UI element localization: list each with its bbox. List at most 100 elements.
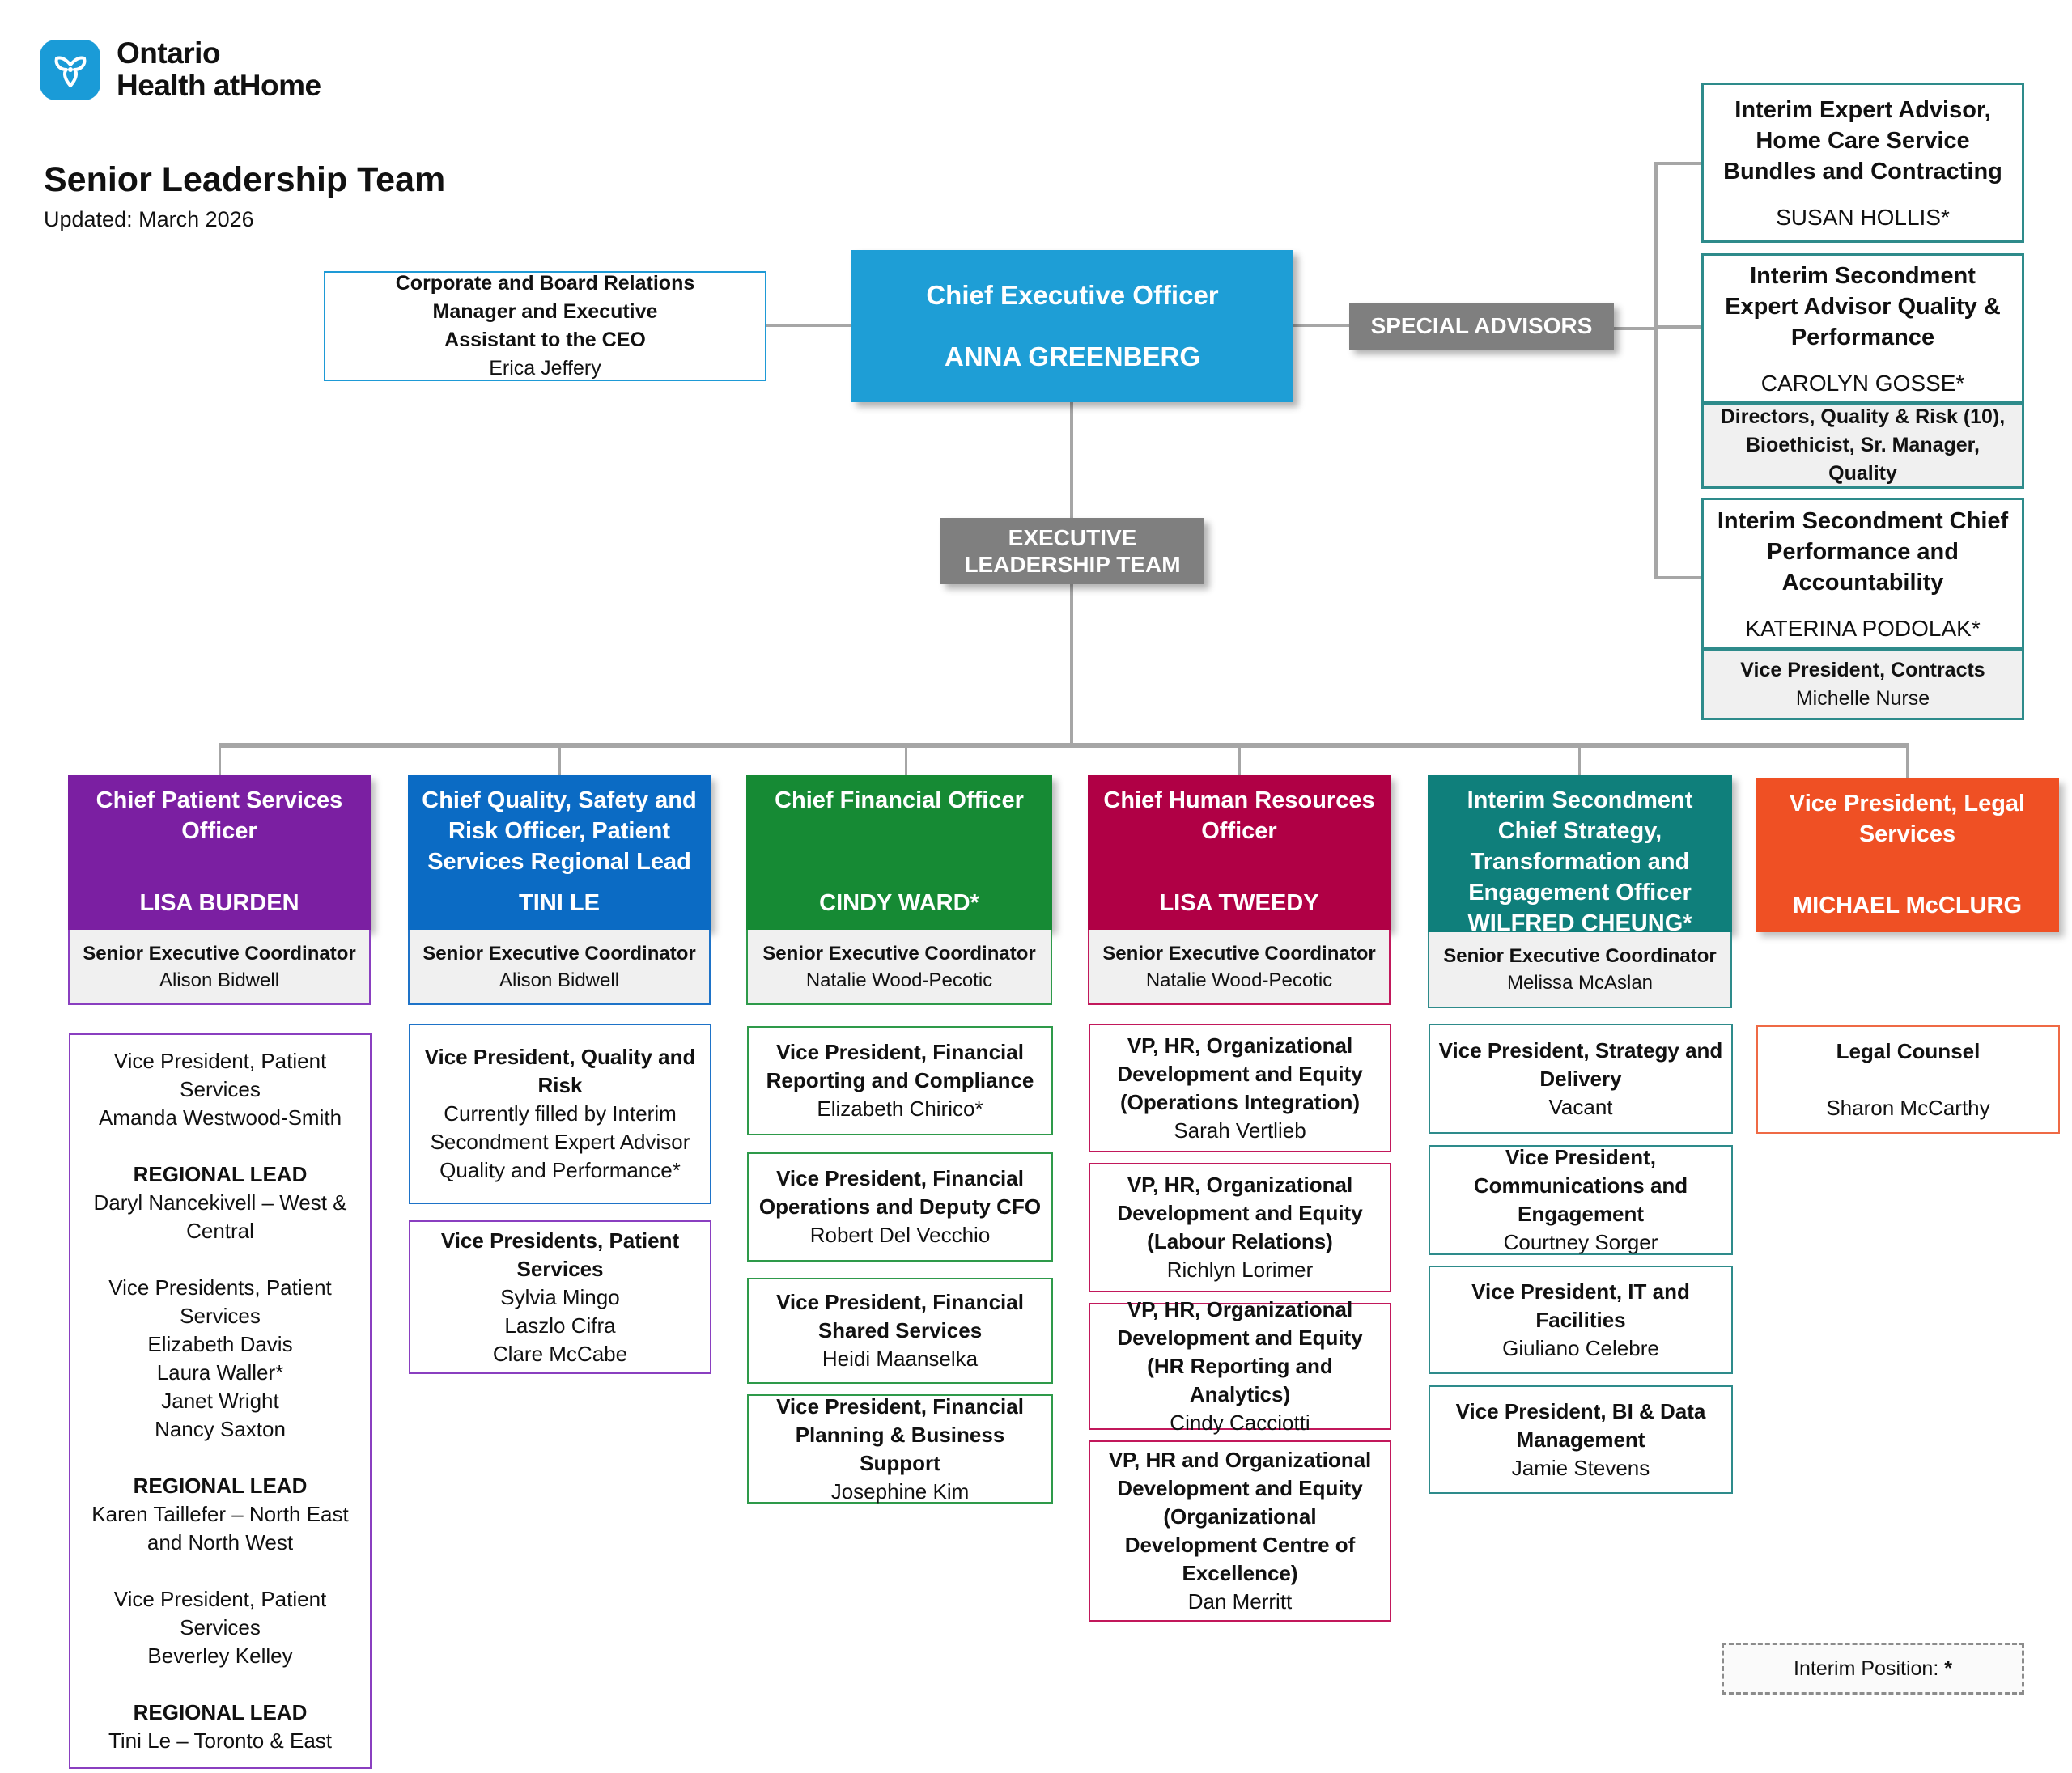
coordinator-title: Senior Executive Coordinator (1443, 945, 1717, 967)
ceo-name: ANNA GREENBERG (945, 341, 1200, 371)
brand-wordmark: Ontario Health atHome (117, 37, 321, 102)
advisor-box[interactable]: Interim Expert Advisor, Home Care Servic… (1701, 83, 2024, 243)
vp-name: Giuliano Celebre (1502, 1335, 1659, 1360)
bracket-branch-3 (1654, 576, 1701, 579)
connector-corp-ceo (766, 324, 851, 327)
vp-name: Sharon McCarthy (1826, 1095, 1990, 1120)
coordinator-title: Senior Executive Coordinator (1102, 942, 1376, 965)
drop-col-4 (1238, 744, 1241, 775)
leader-name: TINI LE (519, 890, 600, 916)
vp-box[interactable]: Vice President, Financial Shared Service… (747, 1278, 1053, 1384)
legend-label: Interim Position: (1794, 1656, 1945, 1680)
corporate-name: Erica Jeffery (489, 357, 601, 380)
vp-title: Vice President, Financial Reporting and … (766, 1040, 1034, 1092)
legend-symbol: * (1944, 1656, 1952, 1680)
ontario-health-logo-icon (40, 40, 100, 100)
exec-line-1: EXECUTIVE (1008, 525, 1137, 550)
drop-col-2 (558, 744, 561, 775)
drop-col-6 (1906, 744, 1909, 778)
brand-line-2: Health atHome (117, 69, 321, 102)
vp-title: Vice President, Communications and Engag… (1473, 1145, 1688, 1226)
vp-line: Vice President, Patient Services (113, 1049, 327, 1101)
advisor-title: Interim Secondment Chief Performance and… (1717, 508, 2009, 596)
corporate-title-line-2: Manager and Executive (432, 300, 658, 323)
vp-line: Janet Wright (161, 1389, 279, 1413)
bracket-branch-1 (1654, 162, 1701, 165)
connector-ceo-exec (1070, 402, 1073, 518)
vp-box[interactable]: Vice President, Communications and Engag… (1429, 1145, 1733, 1255)
leader-name: WILFRED CHEUNG* (1467, 910, 1692, 936)
vp-line: Beverley Kelley (147, 1644, 293, 1668)
vp-box[interactable]: VP, HR, Organizational Development and E… (1089, 1297, 1391, 1435)
advisor-box[interactable]: Interim Secondment Expert Advisor Qualit… (1701, 253, 2024, 404)
vp-line: Nancy Saxton (155, 1417, 286, 1441)
vp-line: Amanda Westwood-Smith (98, 1105, 342, 1130)
advisor-name: KATERINA PODOLAK* (1745, 616, 1981, 641)
vp-box[interactable]: Vice President, Financial Operations and… (747, 1152, 1053, 1262)
special-advisors-label: SPECIAL ADVISORS (1349, 303, 1614, 350)
vp-box[interactable]: VP, HR and Organizational Development an… (1089, 1440, 1391, 1622)
vp-name: Sarah Vertlieb (1174, 1118, 1306, 1143)
vp-name: Josephine Kim (830, 1478, 970, 1504)
ceo-box[interactable]: Chief Executive Officer ANNA GREENBERG (851, 250, 1293, 402)
vp-box[interactable]: Vice President, Financial Planning & Bus… (747, 1394, 1053, 1504)
vp-title: VP, HR, Organizational Development and E… (1117, 1033, 1363, 1114)
vp-name: Heidi Maanselka (822, 1347, 979, 1371)
updated-date: Updated: March 2026 (44, 207, 254, 231)
vp-box[interactable]: VP, HR, Organizational Development and E… (1089, 1163, 1391, 1292)
section-heading: REGIONAL LEAD (133, 1474, 308, 1498)
vp-name: Clare McCabe (492, 1341, 628, 1366)
advisor-sub-name: Michelle Nurse (1795, 686, 1930, 710)
leader-header-box[interactable]: Interim Secondment Chief Strategy, Trans… (1428, 775, 1732, 936)
corporate-board-relations-box[interactable]: Corporate and Board Relations Manager an… (324, 271, 766, 381)
advisor-sub-title: Vice President, Contracts (1740, 658, 1985, 681)
vp-name: Jamie Stevens (1511, 1455, 1650, 1480)
legend-box: Interim Position: * (1722, 1643, 2024, 1695)
vp-name: Dan Merritt (1187, 1589, 1293, 1614)
vp-name: Vacant (1548, 1094, 1613, 1119)
vp-title: Vice President, Financial Shared Service… (776, 1290, 1024, 1342)
connector-exec-bus (1070, 584, 1073, 746)
vp-title: VP, HR and Organizational Development an… (1108, 1448, 1372, 1585)
advisor-sub-box[interactable]: Vice President, Contracts Michelle Nurse (1701, 648, 2024, 720)
section-heading: REGIONAL LEAD (133, 1700, 308, 1724)
vp-box[interactable]: VP, HR, Organizational Development and E… (1089, 1024, 1391, 1152)
bracket-branch-2 (1654, 325, 1701, 329)
vp-line: Vice President, Patient Services (113, 1587, 327, 1639)
vp-line: Karen Taillefer – North East and North W… (91, 1502, 349, 1555)
vp-box[interactable]: Vice President, Financial Reporting and … (747, 1026, 1053, 1135)
leader-title: Vice President, Legal Services (1789, 791, 2026, 847)
vp-title: Vice President, Financial Planning & Bus… (776, 1393, 1024, 1475)
corporate-title-line-1: Corporate and Board Relations (395, 272, 695, 295)
vp-title: Vice President, Strategy and Delivery (1438, 1037, 1723, 1091)
advisor-sub-box[interactable]: Directors, Quality & Risk (10), Bioethic… (1701, 402, 2024, 489)
trillium-icon (54, 56, 86, 87)
leader-name: CINDY WARD* (819, 890, 979, 916)
coordinator-name: Natalie Wood-Pecotic (805, 969, 993, 991)
leader-header-box[interactable]: Chief Quality, Safety and Risk Officer, … (408, 775, 711, 930)
drop-col-5 (1578, 744, 1581, 775)
vp-line: Vice Presidents, Patient Services (108, 1275, 332, 1328)
advisor-box[interactable]: Interim Secondment Chief Performance and… (1701, 498, 2024, 650)
advisor-sub-text: Directors, Quality & Risk (10), Bioethic… (1720, 405, 2006, 485)
coordinator-name: Melissa McAslan (1506, 972, 1654, 994)
bracket-vertical (1654, 162, 1658, 579)
coordinator-name: Natalie Wood-Pecotic (1145, 969, 1333, 991)
leader-name: MICHAEL McCLURG (1792, 893, 2023, 918)
